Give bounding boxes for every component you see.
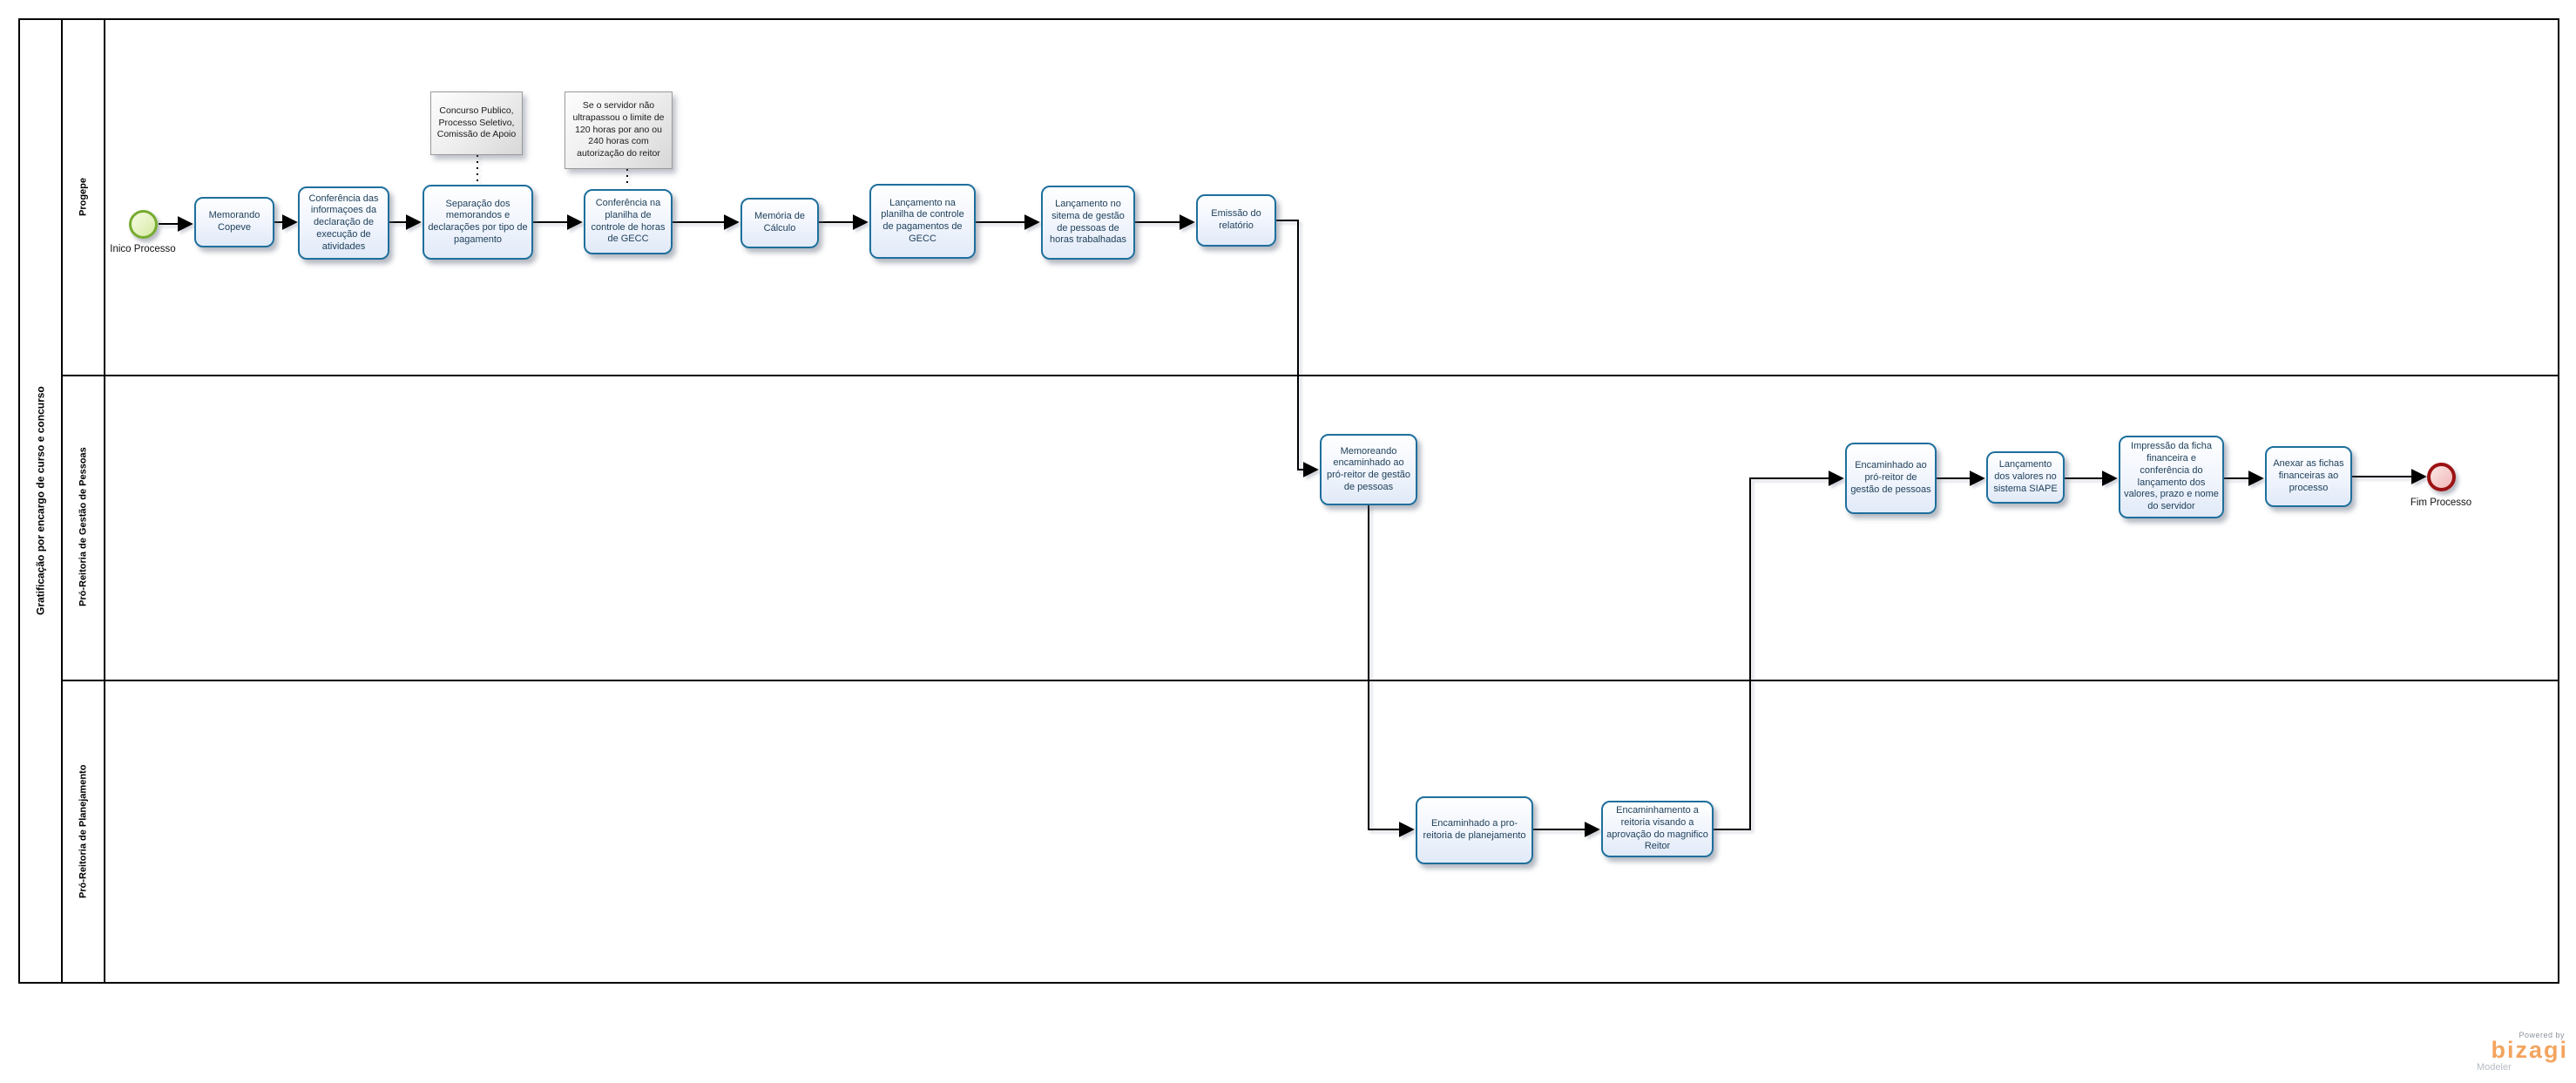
process-pool: [18, 18, 2559, 984]
lane-header-divider: [104, 18, 105, 984]
task-impressao-ficha[interactable]: Impressão da ficha financeira e conferên…: [2119, 436, 2224, 518]
start-event-label: Inico Processo: [110, 244, 176, 254]
task-encaminhamento-reitoria[interactable]: Encaminhamento a reitoria visando a apro…: [1601, 801, 1714, 857]
task-memorando-copeve[interactable]: Memorando Copeve: [194, 197, 274, 247]
end-event-label: Fim Processo: [2410, 498, 2472, 508]
start-event[interactable]: [129, 210, 158, 239]
task-lancamento-sistema-gestao[interactable]: Lançamento no sitema de gestão de pessoa…: [1041, 186, 1135, 260]
task-lancamento-siape[interactable]: Lançamento dos valores no sistema SIAPE: [1986, 451, 2065, 504]
task-anexar-fichas[interactable]: Anexar as fichas financeiras ao processo: [2265, 446, 2352, 507]
annotation-limite-horas[interactable]: Se o servidor não ultrapassou o limite d…: [565, 91, 673, 169]
task-conferencia-planilha-horas[interactable]: Conferência na planilha de controle de h…: [584, 189, 673, 254]
bizagi-logo: bizagi: [2491, 1037, 2568, 1063]
pool-header-divider: [61, 18, 63, 984]
task-emissao-relatorio[interactable]: Emissão do relatório: [1196, 194, 1276, 247]
task-separacao-memorandos[interactable]: Separação dos memorandos e declarações p…: [423, 185, 533, 260]
powered-by-text: Powered by: [2519, 1031, 2565, 1039]
flow-emissao-to-memoreando: [1276, 220, 1319, 477]
end-event[interactable]: [2427, 463, 2456, 491]
lane-divider-2: [61, 680, 2559, 681]
task-memoreando-encaminhado[interactable]: Memoreando encaminhado ao pró-reitor de …: [1320, 434, 1417, 505]
bizagi-modeler-text: Modeler: [2477, 1061, 2512, 1073]
lane-divider-1: [61, 375, 2559, 376]
task-lancamento-planilha-pagamentos[interactable]: Lançamento na planilha de controle de pa…: [869, 184, 976, 259]
task-conferencia-declaracao[interactable]: Conferência das informaçoes da declaraçã…: [298, 186, 389, 260]
flow-memoreando-to-encaminhado-planejamento: [1368, 505, 1415, 837]
bizagi-branding: Powered by bizagi Modeler: [2472, 1031, 2568, 1073]
task-encaminhado-proreitor[interactable]: Encaminhado ao pró-reitor de gestão de p…: [1845, 443, 1937, 514]
flow-encaminhamento-reitoria-to-encaminhado-proreitor: [1714, 470, 1844, 830]
task-memoria-calculo[interactable]: Memória de Cálculo: [740, 198, 819, 248]
task-encaminhado-planejamento[interactable]: Encaminhado a pro-reitoria de planejamen…: [1416, 796, 1533, 864]
annotation-concurso-publico[interactable]: Concurso Publico, Processo Seletivo, Com…: [430, 91, 523, 155]
